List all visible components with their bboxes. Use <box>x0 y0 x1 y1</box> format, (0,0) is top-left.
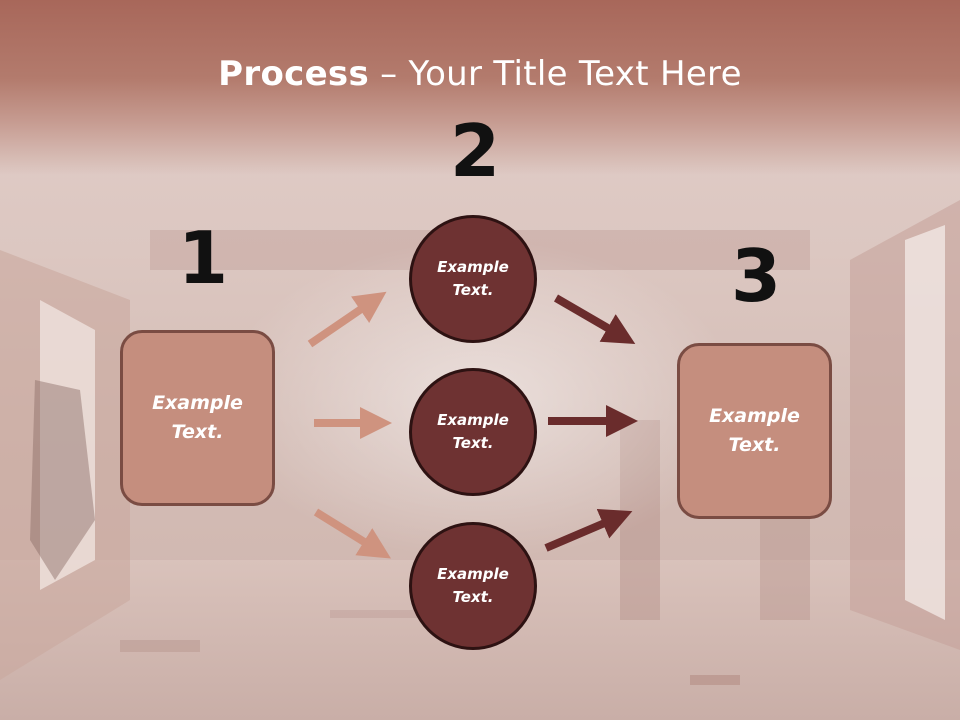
circle-middle-text: Example Text. <box>437 411 509 452</box>
circle-middle: Example Text. <box>409 368 537 496</box>
slide-title: Process – Your Title Text Here <box>0 54 960 94</box>
step-number-2: 2 <box>450 109 501 193</box>
circle-top: Example Text. <box>409 215 537 343</box>
title-rest: – Your Title Text Here <box>369 54 742 94</box>
circle-top-text: Example Text. <box>437 258 509 299</box>
title-band <box>0 0 960 175</box>
step-number-3: 3 <box>731 234 782 318</box>
box-step-3: Example Text. <box>677 343 832 519</box>
title-bold: Process <box>218 54 370 94</box>
arrow-circle-top-to-box3 <box>553 294 636 345</box>
box-step-1-text: Example Text. <box>152 392 243 443</box>
step-number-1: 1 <box>178 216 229 300</box>
arrow-box1-to-circle-top <box>307 291 387 348</box>
arrow-circle-bottom-to-box3 <box>544 508 633 552</box>
circle-bottom: Example Text. <box>409 522 537 650</box>
box-step-3-text: Example Text. <box>709 405 800 456</box>
box-step-1: Example Text. <box>120 330 275 506</box>
arrow-box1-to-circle-bottom <box>313 508 391 559</box>
circle-bottom-text: Example Text. <box>437 565 509 606</box>
